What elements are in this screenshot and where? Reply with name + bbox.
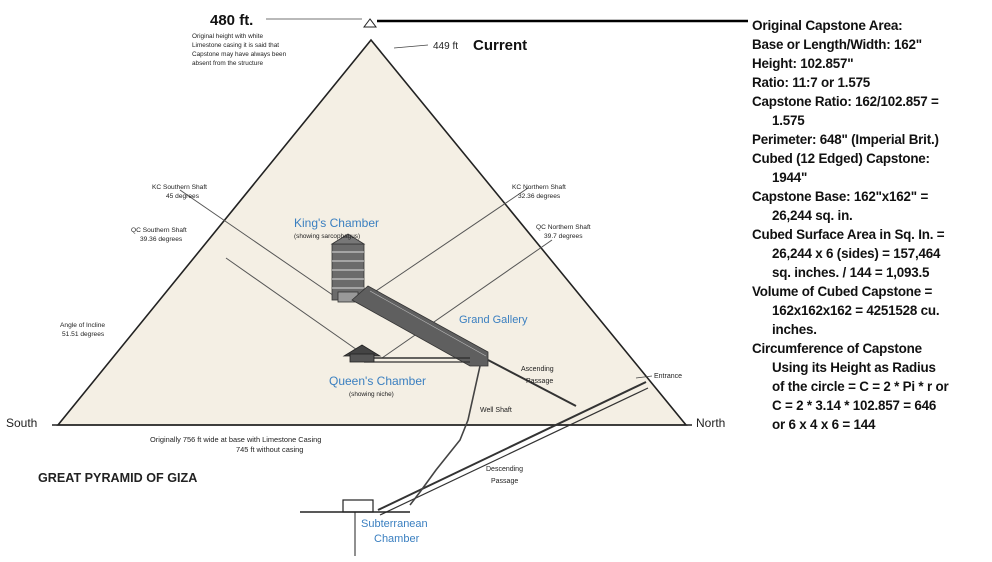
panel-line: 26,244 x 6 (sides) = 157,464 xyxy=(772,246,941,261)
qc-southern-shaft-label-2: 39.36 degrees xyxy=(140,236,183,243)
panel-line: Height: 102.857" xyxy=(752,56,854,71)
capstone-marker xyxy=(363,18,377,28)
north-label: North xyxy=(696,416,725,430)
kings-chamber-label: King's Chamber xyxy=(294,216,379,230)
panel-line: Cubed (12 Edged) Capstone: xyxy=(752,151,930,166)
panel-line: 26,244 sq. in. xyxy=(772,208,853,223)
panel-line: Base or Length/Width: 162" xyxy=(752,37,922,52)
original-height-note-3: Capstone may have always been xyxy=(192,51,287,58)
kc-northern-shaft-line xyxy=(369,187,529,296)
queens-chamber-note: (showing niche) xyxy=(349,391,394,398)
panel-line: Ratio: 11:7 or 1.575 xyxy=(752,75,871,90)
ascending-passage-label-2: Passage xyxy=(526,378,553,385)
ascending-passage-label-1: Ascending xyxy=(521,366,554,373)
original-height-label: 480 ft. xyxy=(210,12,253,29)
panel-line: inches. xyxy=(772,322,817,337)
grand-gallery-label: Grand Gallery xyxy=(459,314,528,326)
panel-line: 1944" xyxy=(772,170,808,185)
panel-line: of the circle = C = 2 * Pi * r or xyxy=(772,379,949,394)
panel-line: Capstone Ratio: 162/102.857 = xyxy=(752,94,939,109)
kc-northern-shaft-label-1: KC Northern Shaft xyxy=(512,184,566,191)
panel-line: Using its Height as Radius xyxy=(772,360,936,375)
diagram-title: GREAT PYRAMID OF GIZA xyxy=(38,471,197,485)
ascending-passage-line xyxy=(487,359,577,407)
current-height-leader xyxy=(393,44,429,49)
panel-line: 162x162x162 = 4251528 cu. xyxy=(772,303,940,318)
descending-passage-line-2 xyxy=(379,387,649,516)
south-label: South xyxy=(6,416,37,430)
panel-line: Original Capstone Area: xyxy=(752,18,903,33)
capstone-info-panel: Original Capstone Area: Base or Length/W… xyxy=(752,16,990,434)
panel-line: or 6 x 4 x 6 = 144 xyxy=(772,417,876,432)
angle-of-incline-label-1: Angle of Incline xyxy=(60,322,105,329)
qc-southern-shaft-label-1: QC Southern Shaft xyxy=(131,227,187,234)
kc-northern-shaft-label-2: 32.36 degrees xyxy=(518,193,561,200)
panel-line: Volume of Cubed Capstone = xyxy=(752,284,933,299)
angle-of-incline-label-2: 51.51 degrees xyxy=(62,331,105,338)
qc-southern-shaft-line xyxy=(225,257,361,353)
panel-line: Circumference of Capstone xyxy=(752,341,922,356)
subterranean-chamber-label-1: Subterranean xyxy=(361,518,428,530)
well-shaft-label: Well Shaft xyxy=(480,407,512,414)
panel-line: Capstone Base: 162"x162" = xyxy=(752,189,929,204)
base-note-1: Originally 756 ft wide at base with Lime… xyxy=(150,435,321,444)
kings-chamber-graphic xyxy=(330,233,366,303)
queens-chamber-label: Queen's Chamber xyxy=(329,374,426,388)
kings-chamber-note: (showing sarcophagus) xyxy=(294,233,360,240)
qc-northern-shaft-label-2: 39.7 degrees xyxy=(544,233,583,240)
original-height-note-4: absent from the structure xyxy=(192,60,263,67)
kc-southern-shaft-label-2: 45 degrees xyxy=(166,193,200,200)
panel-line: C = 2 * 3.14 * 102.857 = 646 xyxy=(772,398,937,413)
original-height-note-2: Limestone casing it is said that xyxy=(192,42,279,49)
entrance-leader xyxy=(635,375,653,379)
subterranean-chamber-graphic xyxy=(300,499,410,556)
panel-line: 1.575 xyxy=(772,113,805,128)
panel-line: Perimeter: 648" (Imperial Brit.) xyxy=(752,132,939,147)
base-note-2: 745 ft without casing xyxy=(236,445,303,454)
descending-passage-label-1: Descending xyxy=(486,466,523,473)
well-shaft-line xyxy=(409,365,481,506)
panel-line: Cubed Surface Area in Sq. In. = xyxy=(752,227,945,242)
descending-passage-label-2: Passage xyxy=(491,478,518,485)
kc-southern-shaft-label-1: KC Southern Shaft xyxy=(152,184,207,191)
kc-southern-shaft-line xyxy=(179,189,341,301)
grand-gallery-graphic xyxy=(351,285,489,367)
qc-northern-shaft-label-1: QC Northern Shaft xyxy=(536,224,591,231)
qc-northern-shaft-line xyxy=(381,239,553,359)
current-height-label: Current xyxy=(473,37,527,54)
original-height-note-1: Original height with white xyxy=(192,33,263,40)
subterranean-chamber-label-2: Chamber xyxy=(374,533,420,545)
panel-line: sq. inches. / 144 = 1,093.5 xyxy=(772,265,930,280)
queens-chamber-graphic xyxy=(342,344,382,363)
entrance-label: Entrance xyxy=(654,373,682,380)
current-height-value: 449 ft xyxy=(433,41,458,52)
